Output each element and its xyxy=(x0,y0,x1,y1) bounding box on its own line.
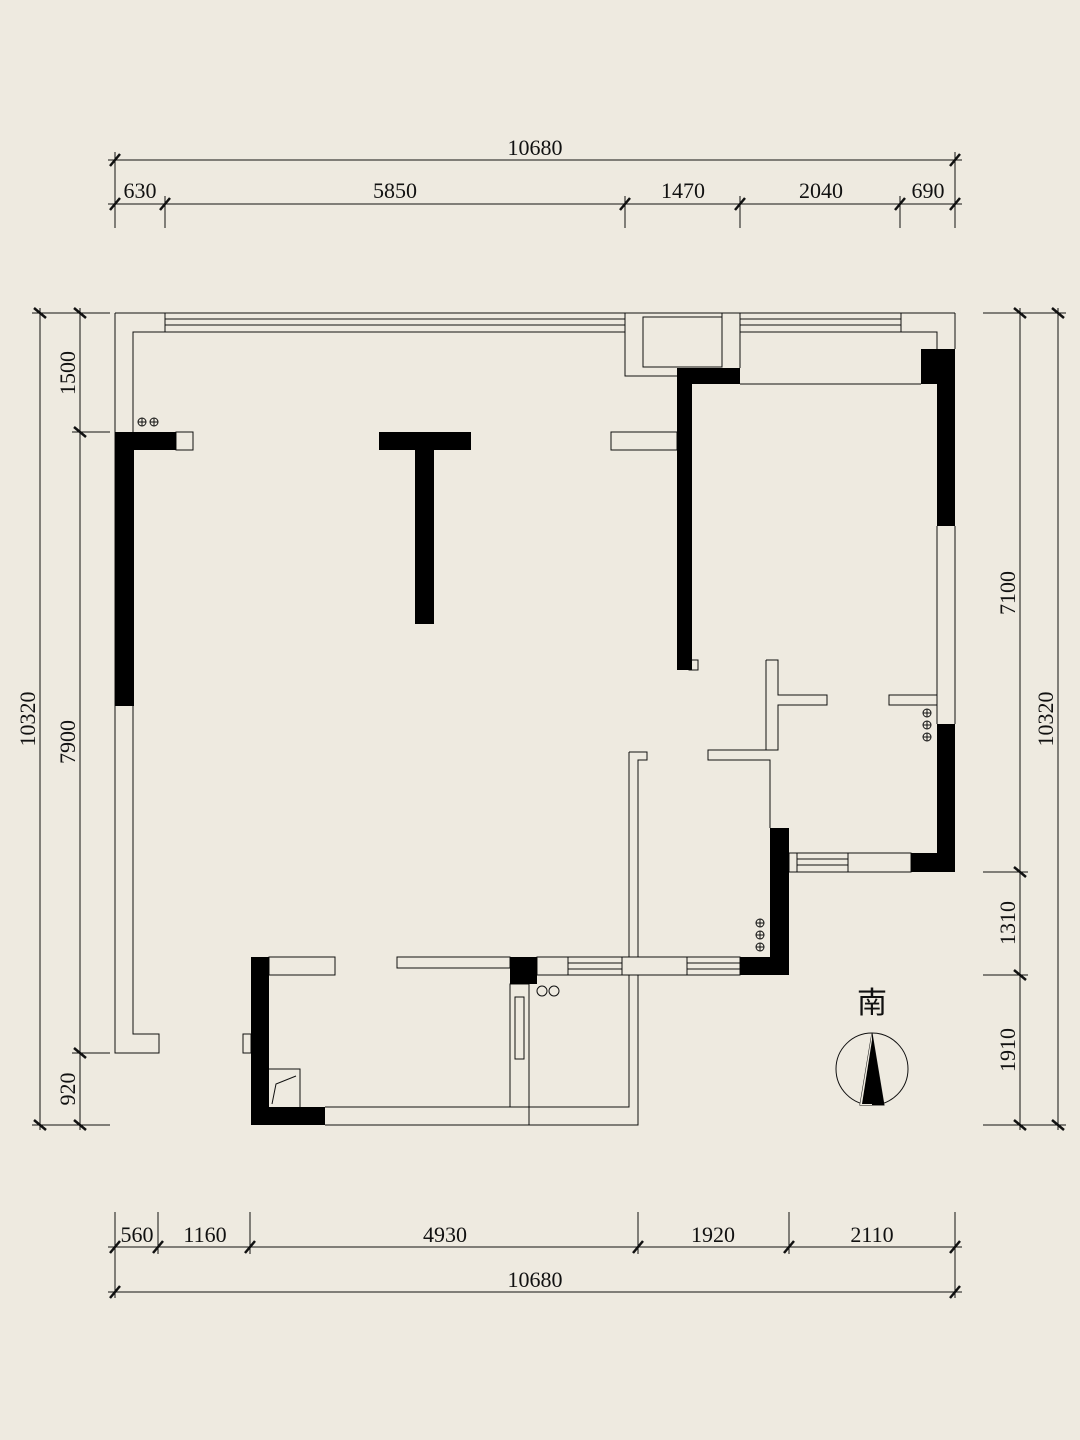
bottom-dimension-lines xyxy=(108,1212,962,1299)
top-total-dimension: 10680 xyxy=(508,135,563,160)
top-dimension-3: 1470 xyxy=(661,178,705,203)
left-dimension-lines xyxy=(32,307,110,1131)
top-dimension-4: 2040 xyxy=(799,178,843,203)
outlet-icon xyxy=(137,417,159,427)
compass: 南 xyxy=(835,986,909,1106)
compass-south-label: 南 xyxy=(857,986,887,1021)
left-dimension-3: 920 xyxy=(55,1073,80,1106)
top-dimension-2: 5850 xyxy=(373,178,417,203)
bottom-dimension-5: 2110 xyxy=(850,1222,893,1247)
top-dimension-5: 690 xyxy=(912,178,945,203)
left-dimension-1: 1500 xyxy=(55,351,80,395)
right-dimension-lines xyxy=(983,307,1066,1131)
right-dimension-2: 1310 xyxy=(995,901,1020,945)
bottom-dimension-1: 560 xyxy=(121,1222,154,1247)
right-dimension-1: 7100 xyxy=(995,571,1020,615)
left-total-dimension: 10320 xyxy=(15,692,40,747)
outlet-symbols xyxy=(137,417,932,997)
drain-icon xyxy=(536,985,560,997)
bottom-total-dimension: 10680 xyxy=(508,1267,563,1292)
structural-walls xyxy=(115,349,955,1125)
bottom-dimension-4: 1920 xyxy=(691,1222,735,1247)
outlet-icon xyxy=(755,918,765,952)
top-dimension-1: 630 xyxy=(124,178,157,203)
outlet-icon xyxy=(922,708,932,742)
bottom-dimension-3: 4930 xyxy=(423,1222,467,1247)
left-dimension-2: 7900 xyxy=(55,720,80,764)
bottom-dimension-2: 1160 xyxy=(183,1222,226,1247)
top-dimension-lines xyxy=(108,152,962,228)
right-dimension-3: 1910 xyxy=(995,1028,1020,1072)
thin-walls xyxy=(114,312,956,1126)
right-total-dimension: 10320 xyxy=(1033,692,1058,747)
